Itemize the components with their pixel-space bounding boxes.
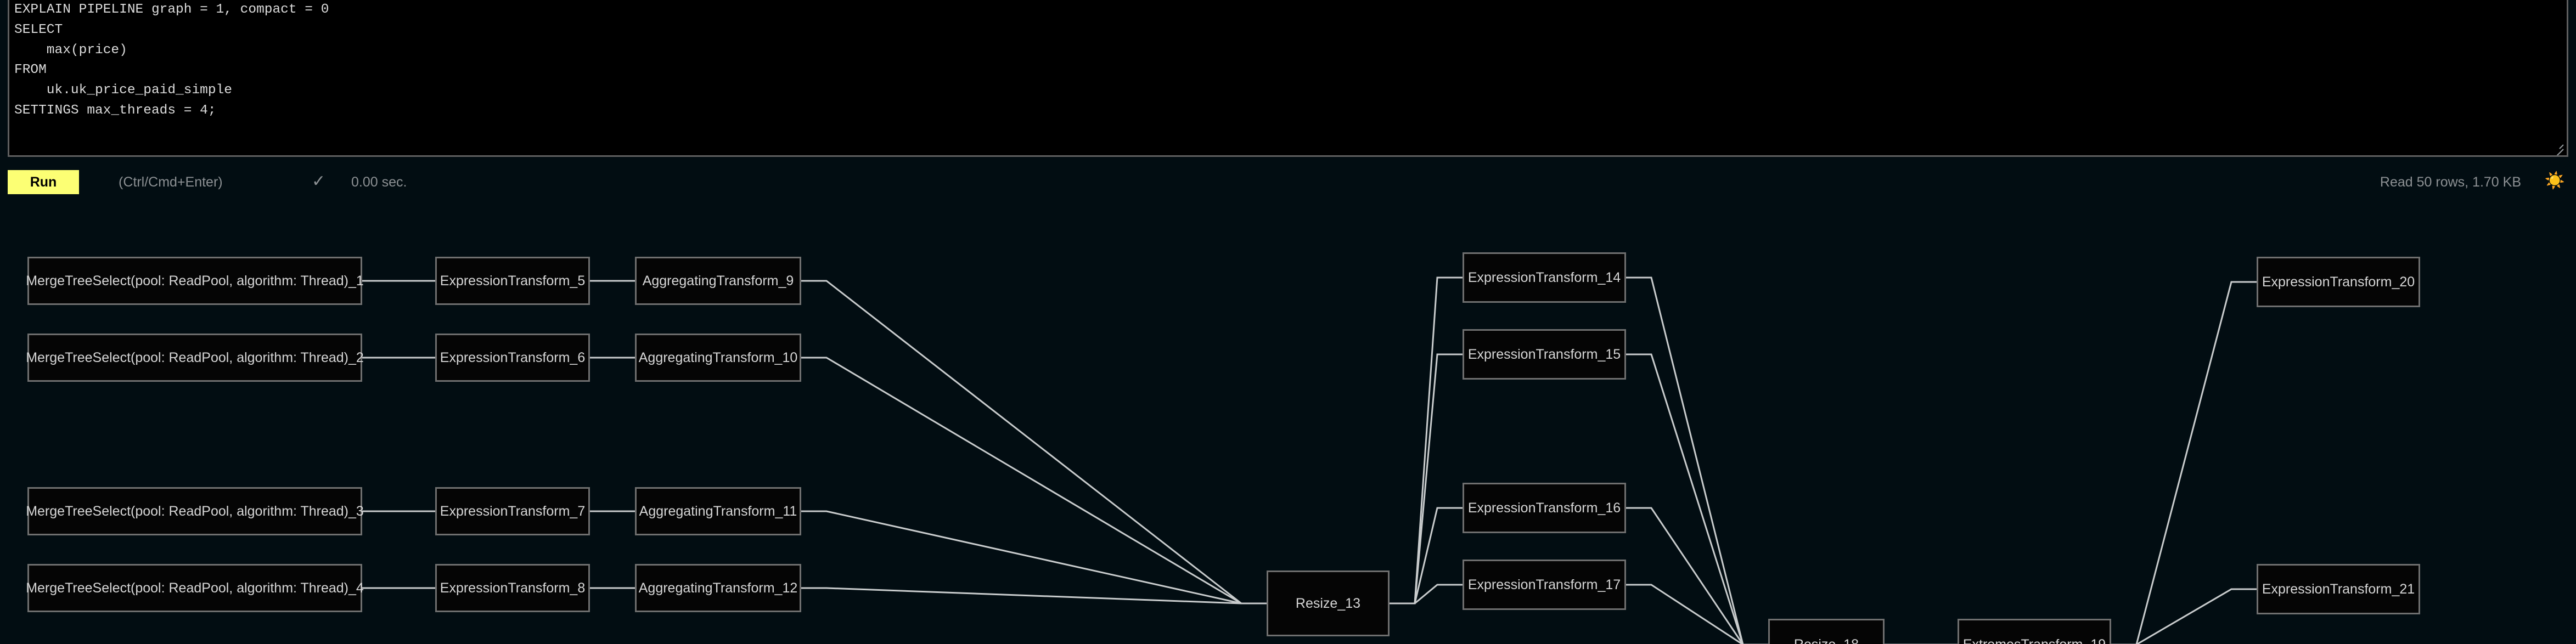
graph-node-label: ExpressionTransform_6	[440, 349, 586, 365]
graph-edge-et16-rs18	[1626, 507, 1768, 644]
graph-node-label: ExpressionTransform_15	[1467, 346, 1621, 362]
editor-resize-handle[interactable]	[2549, 138, 2564, 155]
graph-node-ag10[interactable]: AggregatingTransform_10	[635, 334, 801, 382]
sql-query-editor[interactable]: EXPLAIN PIPELINE graph = 1, compact = 0 …	[8, 0, 2568, 157]
graph-node-label: ExpressionTransform_7	[440, 503, 586, 519]
graph-node-label: ExpressionTransform_17	[1467, 577, 1621, 592]
graph-node-et7[interactable]: ExpressionTransform_7	[435, 487, 590, 535]
sun-icon[interactable]: ☀️	[2544, 172, 2565, 190]
graph-node-et8[interactable]: ExpressionTransform_8	[435, 564, 590, 612]
elapsed-time: 0.00 sec.	[351, 174, 407, 190]
run-shortcut-hint: (Ctrl/Cmd+Enter)	[119, 174, 223, 190]
graph-node-et5[interactable]: ExpressionTransform_5	[435, 257, 590, 305]
graph-node-et6[interactable]: ExpressionTransform_6	[435, 334, 590, 382]
graph-node-et14[interactable]: ExpressionTransform_14	[1463, 252, 1626, 303]
graph-node-label: AggregatingTransform_9	[642, 273, 794, 289]
graph-node-label: AggregatingTransform_11	[639, 503, 797, 519]
graph-node-rs18[interactable]: Resize_18	[1768, 619, 1885, 644]
graph-node-mts3[interactable]: MergeTreeSelect(pool: ReadPool, algorith…	[26, 487, 364, 535]
graph-node-label: ExpressionTransform_14	[1467, 269, 1621, 285]
graph-node-ag12[interactable]: AggregatingTransform_12	[635, 564, 801, 612]
graph-node-ag9[interactable]: AggregatingTransform_9	[635, 257, 801, 305]
graph-node-label: Resize_18	[1794, 637, 1859, 644]
graph-node-ag11[interactable]: AggregatingTransform_11	[635, 487, 801, 535]
graph-node-ex19[interactable]: ExtremesTransform_19	[1958, 619, 2111, 644]
graph-edge-ex19-et20	[2111, 281, 2257, 644]
graph-node-label: Resize_13	[1295, 595, 1361, 611]
graph-node-label: ExpressionTransform_16	[1467, 500, 1621, 516]
graph-edge-rs13-et16	[1390, 507, 1463, 605]
sql-query-text[interactable]: EXPLAIN PIPELINE graph = 1, compact = 0 …	[14, 2, 329, 118]
read-stats: Read 50 rows, 1.70 KB	[2380, 174, 2521, 190]
query-editor-region: EXPLAIN PIPELINE graph = 1, compact = 0 …	[8, 0, 2568, 159]
graph-node-label: MergeTreeSelect(pool: ReadPool, algorith…	[26, 503, 364, 519]
graph-node-label: ExtremesTransform_19	[1963, 637, 2106, 644]
graph-node-label: AggregatingTransform_12	[638, 580, 798, 596]
graph-node-et16[interactable]: ExpressionTransform_16	[1463, 483, 1626, 533]
graph-edge-et14-rs18	[1626, 276, 1768, 644]
graph-edge-rs13-et17	[1390, 584, 1463, 605]
graph-node-label: ExpressionTransform_21	[2262, 581, 2415, 597]
graph-edge-ex19-et21	[2111, 588, 2257, 644]
graph-node-mts1[interactable]: MergeTreeSelect(pool: ReadPool, algorith…	[26, 257, 364, 305]
graph-node-et20[interactable]: ExpressionTransform_20	[2257, 257, 2420, 307]
graph-node-label: MergeTreeSelect(pool: ReadPool, algorith…	[26, 273, 364, 289]
graph-node-et21[interactable]: ExpressionTransform_21	[2257, 564, 2420, 614]
graph-edge-et17-rs18	[1626, 584, 1768, 644]
graph-edge-rs13-et15	[1390, 353, 1463, 605]
graph-node-label: MergeTreeSelect(pool: ReadPool, algorith…	[26, 580, 364, 596]
graph-node-et17[interactable]: ExpressionTransform_17	[1463, 560, 1626, 610]
graph-node-mts4[interactable]: MergeTreeSelect(pool: ReadPool, algorith…	[26, 564, 364, 612]
graph-edge-ag9-rs13	[801, 280, 1267, 605]
graph-node-label: ExpressionTransform_8	[440, 580, 586, 596]
graph-node-label: MergeTreeSelect(pool: ReadPool, algorith…	[26, 349, 364, 365]
graph-node-label: ExpressionTransform_20	[2262, 274, 2415, 290]
graph-edge-ag12-rs13	[801, 587, 1267, 605]
graph-node-label: AggregatingTransform_10	[638, 349, 798, 365]
graph-node-et15[interactable]: ExpressionTransform_15	[1463, 329, 1626, 380]
graph-edge-layer	[362, 276, 2257, 644]
success-check-icon: ✓	[312, 172, 326, 190]
pipeline-graph: MergeTreeSelect(pool: ReadPool, algorith…	[0, 208, 2576, 644]
graph-edge-et15-rs18	[1626, 353, 1768, 644]
query-toolbar: Run (Ctrl/Cmd+Enter) ✓ 0.00 sec. Read 50…	[0, 162, 2576, 200]
run-button[interactable]: Run	[8, 170, 79, 194]
graph-node-mts2[interactable]: MergeTreeSelect(pool: ReadPool, algorith…	[26, 334, 364, 382]
graph-node-label: ExpressionTransform_5	[440, 273, 586, 289]
graph-node-rs13[interactable]: Resize_13	[1267, 570, 1390, 636]
graph-edge-ag10-rs13	[801, 357, 1267, 605]
